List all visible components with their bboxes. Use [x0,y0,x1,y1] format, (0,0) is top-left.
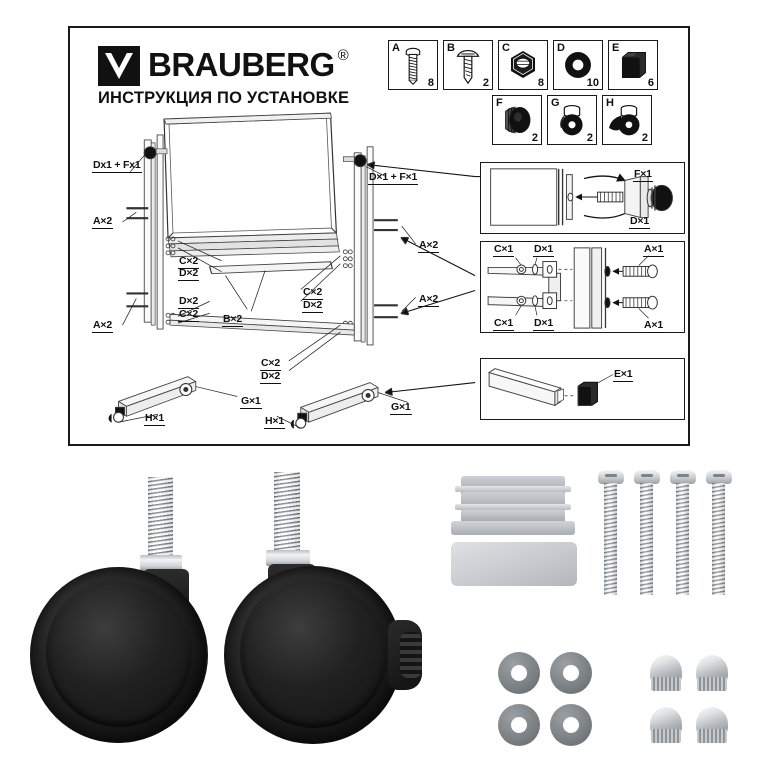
caster-wheel-2-photo [192,472,422,744]
checkmark-logo-icon [98,46,140,86]
label-right-lower-bolts: A×2 [418,293,439,307]
part-letter-G: G [551,97,560,109]
plastic-end-caps-photo [447,474,579,586]
label-left-lower-bolts: A×2 [92,319,113,333]
part-box-A: A 8 [388,40,438,90]
bolt-icon [405,47,421,85]
part-qty-H: 2 [641,132,648,144]
part-qty-D: 10 [586,77,599,89]
part-letter-F: F [496,97,503,109]
product-photos-section [0,452,768,768]
pivot-knob-detail-art [490,168,673,226]
part-box-B: B 2 [443,40,493,90]
callout2-label-C-top: C×1 [493,243,514,257]
part-qty-F: 2 [531,132,538,144]
washer-icon [565,52,591,78]
label-left-mid-washer: D×2 [178,267,199,281]
lower-crossbar [169,313,355,336]
whiteboard-panel [163,112,340,258]
assembly-diagram [108,112,485,429]
label-tray-screws: B×2 [222,313,243,327]
parts-legend: A 8 B [388,40,676,145]
callout-end-cap-detail: E×1 [480,358,685,420]
caster-icon [560,105,583,136]
callout2-label-C-bot: C×1 [493,317,514,331]
pen-tray [209,261,333,275]
part-qty-C: 8 [537,77,544,89]
label-right-upper-bolts: A×2 [418,239,439,253]
parts-legend-row-1: A 8 B [388,40,676,90]
callout2-label-A-top: A×1 [643,243,664,257]
callout-pivot-knob-detail: F×1 D×1 [480,162,685,234]
callout-bolt-fastening-detail: C×1 D×1 A×1 C×1 D×1 A×1 [480,241,685,333]
callout1-label-D: D×1 [629,215,650,229]
part-box-G: G 2 [547,95,597,145]
instruction-panel: BRAUBERG ® ИНСТРУКЦИЯ ПО УСТАНОВКЕ A [68,26,690,446]
label-left-top-pivot: Dx1 + Fx1 [92,159,142,173]
registered-trademark-icon: ® [337,47,349,64]
dome-cap-nuts-photo [650,655,742,751]
label-center-washer-2: D×2 [260,370,281,384]
part-letter-C: C [502,42,510,54]
label-right-caster-brake: H×1 [264,415,285,429]
part-qty-B: 2 [482,77,489,89]
part-box-D: D 10 [553,40,603,90]
part-box-H: H 2 [602,95,652,145]
right-upright-post [342,146,398,346]
callout2-label-A-bot: A×1 [643,319,664,333]
left-base-foot [108,376,197,423]
label-left-caster: G×1 [240,395,262,409]
flat-washers-photo [498,652,596,750]
part-qty-A: 8 [427,77,434,89]
right-base-foot [290,382,379,429]
part-qty-E: 6 [647,77,654,89]
brand-logo: BRAUBERG ® ИНСТРУКЦИЯ ПО УСТАНОВКЕ [98,46,383,108]
label-right-caster: G×1 [390,401,412,415]
brand-name: BRAUBERG [148,46,335,83]
label-right-top-pivot: D×1 + F×1 [368,171,419,185]
part-letter-A: A [392,42,400,54]
part-letter-D: D [557,42,565,54]
label-center-nut: C×2 [302,286,323,300]
instruction-subtitle: ИНСТРУКЦИЯ ПО УСТАНОВКЕ [98,89,350,107]
part-box-F: F 2 [492,95,542,145]
callout2-label-D-top: D×1 [533,243,554,257]
part-letter-E: E [612,42,620,54]
self-tapping-screw-icon [456,50,480,85]
label-left-caster-brake: H×1 [144,412,165,426]
label-center-nut-2: C×2 [260,357,281,371]
part-box-E: E 6 [608,40,658,90]
label-left-mid-nut: C×2 [178,255,199,269]
label-left-upper-bolts: A×2 [92,215,113,229]
end-cap-icon [621,52,646,78]
caster-brake-icon [609,105,640,136]
caster-wheel-1-photo [28,477,238,743]
callout3-label-E: E×1 [613,368,634,382]
pan-head-screws-photo [598,470,750,600]
parts-legend-row-2: F 2 G 2 [492,95,676,145]
part-letter-H: H [606,97,614,109]
hex-nut-icon [511,51,535,79]
label-center-washer: D×2 [302,299,323,313]
part-qty-G: 2 [586,132,593,144]
part-letter-B: B [447,42,455,54]
end-cap-detail-art [487,368,614,407]
part-box-C: C 8 [498,40,548,90]
label-left-lower-washer: D×2 [178,295,199,309]
knob-icon [505,106,531,134]
bolt-fastening-detail-art [487,247,658,329]
callout1-label-F: F×1 [633,168,653,182]
label-left-lower-nut: C×2 [178,308,199,322]
callout2-label-D-bot: D×1 [533,317,554,331]
